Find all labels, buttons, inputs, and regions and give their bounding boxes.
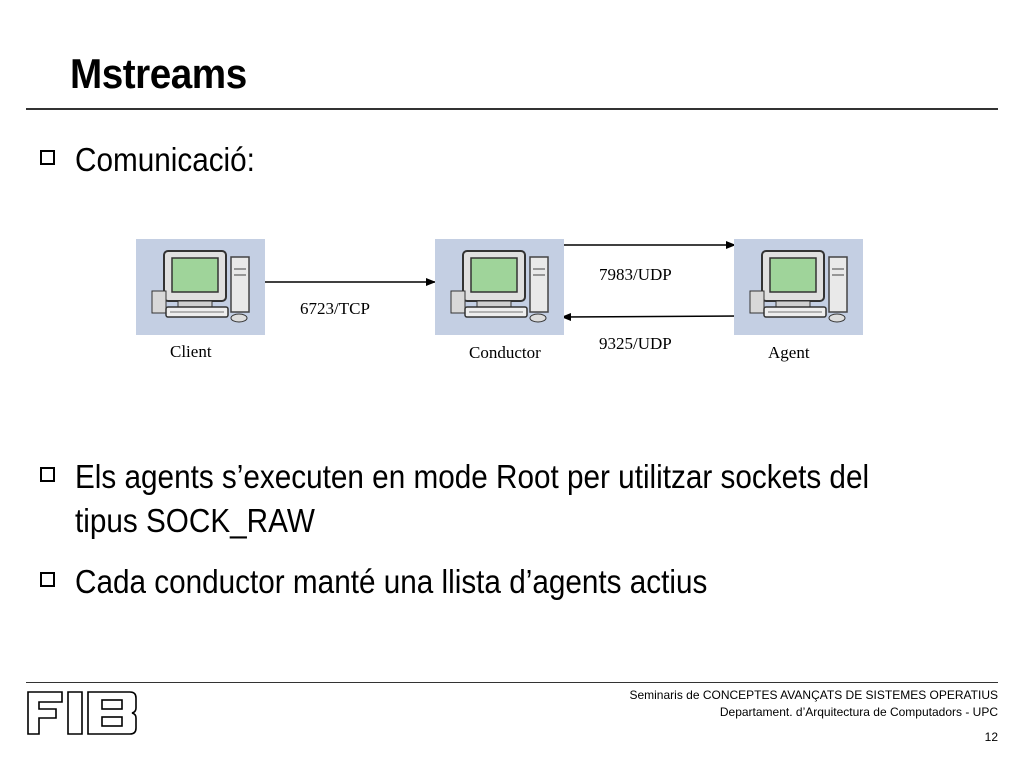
udp-port-label-in: 9325/UDP — [599, 334, 672, 353]
fib-logo-icon — [26, 690, 138, 741]
agent-computer-icon — [734, 239, 863, 335]
bullet-agents-root: Els agents s’executen en mode Root per u… — [40, 455, 957, 543]
bullet-text-line1: Els agents s’executen en mode Root per u… — [75, 458, 870, 495]
bullet-text: Comunicació: — [75, 141, 255, 178]
arrow-agent-to-conductor — [561, 312, 741, 321]
page-number: 12 — [984, 730, 998, 744]
footer-department: Departament. d’Arquitectura de Computado… — [719, 705, 998, 719]
bullet-text: Cada conductor manté una llista d’agents… — [75, 563, 708, 600]
client-computer-icon — [136, 239, 265, 335]
bullet-square-icon — [40, 467, 55, 482]
conductor-label: Conductor — [469, 343, 541, 362]
bullet-conductor-list: Cada conductor manté una llista d’agents… — [40, 560, 778, 604]
agent-label: Agent — [768, 343, 810, 362]
bullet-square-icon — [40, 572, 55, 587]
bullet-communication: Comunicació: — [40, 138, 275, 182]
slide-title: Mstreams — [70, 50, 247, 97]
bullet-text-line2: tipus SOCK_RAW — [75, 502, 315, 539]
conductor-computer-icon — [435, 239, 564, 335]
client-label: Client — [170, 342, 212, 361]
bullet-square-icon — [40, 150, 55, 165]
udp-port-label-out: 7983/UDP — [599, 265, 672, 284]
tcp-port-label: 6723/TCP — [300, 299, 370, 318]
footer-course: Seminaris de CONCEPTES AVANÇATS DE SISTE… — [629, 688, 998, 702]
title-divider — [26, 108, 998, 110]
footer-divider — [26, 682, 998, 683]
